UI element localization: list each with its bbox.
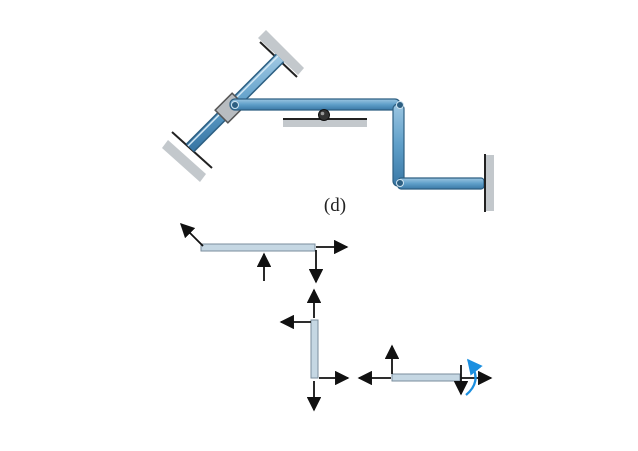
right-fixed-wall [484,154,494,212]
part-label: (d) [324,195,346,216]
pin-joints [231,101,404,187]
fbd-horizontal-link [179,222,349,284]
wall-moment-arrow [465,358,483,396]
fbd-vertical-link [279,288,350,412]
center-pin-support [283,109,367,127]
collar-normal-force-arrow [179,222,204,247]
lower-horizontal-bar [397,177,485,190]
fbd-lower-bar [357,344,493,396]
assembled-mechanism: (d) [162,30,494,216]
vertical-link-bar [392,103,405,187]
horizontal-link-bar [229,98,401,111]
